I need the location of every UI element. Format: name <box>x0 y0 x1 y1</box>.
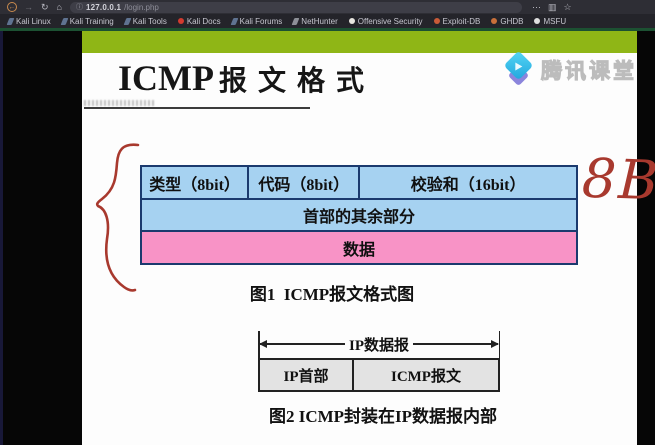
cell-icmp-message: ICMP报文 <box>390 368 461 385</box>
bookmarks-bar: Kali Linux Kali Training Kali Tools Kali… <box>0 14 655 28</box>
brand-name: 腾讯课堂 <box>541 60 637 84</box>
play-icon <box>515 61 523 70</box>
cell-checksum: 校验和（16bit） <box>410 176 526 194</box>
cell-type: 类型（8bit） <box>142 167 250 198</box>
kali-docs-icon <box>177 18 184 24</box>
bookmark-label: NetHunter <box>301 16 338 26</box>
arrow-label: IP数据报 <box>344 334 414 355</box>
reload-icon[interactable]: ↻ <box>41 1 49 12</box>
kali-dragon-icon <box>6 17 15 25</box>
bookmark-label: Exploit-DB <box>442 16 481 26</box>
arrowhead-left-icon <box>259 339 267 348</box>
bookmark-msfu[interactable]: MSFU <box>534 17 566 26</box>
page-actions-icon[interactable]: ⋯ <box>531 1 541 12</box>
arrowhead-right-icon <box>491 339 499 348</box>
browser-toolbar: ← → ↻ ⌂ ⓘ 127.0.0.1 /login.php ⋯ ▥ ☆ <box>0 0 655 14</box>
cell-ip-header: IP首部 <box>260 360 354 390</box>
bookmark-kali-docs[interactable]: Kali Docs <box>177 16 221 26</box>
title-latin: ICMP <box>118 58 214 98</box>
tencent-classroom-watermark: 腾讯课堂 <box>503 50 637 87</box>
bookmark-label: Kali Training <box>69 16 114 26</box>
url-bar[interactable]: ⓘ 127.0.0.1 /login.php <box>69 1 522 13</box>
library-icon[interactable]: ▥ <box>547 1 557 12</box>
cell-rest-of-header: 首部的其余部分 <box>302 209 415 226</box>
bookmark-label: MSFU <box>543 16 567 26</box>
bookmark-exploit-db[interactable]: Exploit-DB <box>433 16 481 26</box>
bookmark-kali-tools[interactable]: Kali Tools <box>123 16 167 26</box>
table-row-header: 类型（8bit） 代码（8bit） 校验和（16bit） <box>142 167 576 200</box>
ghdb-icon <box>491 18 498 24</box>
bookmark-label: Kali Tools <box>132 16 167 26</box>
left-edge-strip <box>0 31 3 445</box>
red-curly-brace-annotation <box>95 143 140 292</box>
bookmark-ghdb[interactable]: GHDB <box>491 17 523 26</box>
offsec-icon <box>348 18 355 24</box>
kali-dragon-icon <box>60 17 69 25</box>
forward-icon[interactable]: → <box>24 1 33 12</box>
exploit-db-icon <box>433 18 440 24</box>
bookmark-kali-linux[interactable]: Kali Linux <box>6 16 51 26</box>
kali-dragon-icon <box>123 17 132 25</box>
title-chinese: 报文格式 <box>218 66 375 97</box>
bookmark-label: Kali Linux <box>16 16 51 26</box>
annotation-8b: 8B <box>580 146 655 213</box>
left-tick <box>258 331 260 359</box>
bookmark-label: GHDB <box>500 16 524 26</box>
bookmark-kali-training[interactable]: Kali Training <box>60 16 114 26</box>
datagram-box: IP首部 ICMP报文 <box>258 358 500 392</box>
cell-data: 数据 <box>342 241 375 259</box>
url-host: 127.0.0.1 <box>85 2 122 12</box>
right-tick <box>498 331 500 359</box>
msfu-icon <box>534 18 541 24</box>
bookmark-kali-forums[interactable]: Kali Forums <box>230 16 283 26</box>
small-watermark-text <box>84 100 154 106</box>
figure1-caption: 图1 ICMP报文格式图 <box>249 285 415 304</box>
nethunter-icon <box>291 17 300 25</box>
site-info-icon[interactable]: ⓘ <box>75 4 83 11</box>
title-underline <box>84 107 310 109</box>
back-icon[interactable]: ← <box>7 2 17 12</box>
bookmark-label: Offensive Security <box>357 16 423 26</box>
table-row-data: 数据 <box>142 232 576 263</box>
ip-datagram-diagram: IP数据报 IP首部 ICMP报文 <box>258 331 500 392</box>
cell-code: 代码（8bit） <box>249 167 361 198</box>
tencent-classroom-logo-icon <box>503 50 537 87</box>
bookmark-label: Kali Docs <box>186 16 221 26</box>
page-top-border <box>0 28 655 31</box>
kali-dragon-icon <box>230 17 239 25</box>
figure2-caption: 图2 ICMP封装在IP数据报内部 <box>268 407 498 426</box>
table-row-rest-of-header: 首部的其余部分 <box>142 200 576 232</box>
home-icon[interactable]: ⌂ <box>56 1 62 12</box>
icmp-format-table: 类型（8bit） 代码（8bit） 校验和（16bit） 首部的其余部分 数据 <box>140 165 578 265</box>
bookmark-nethunter[interactable]: NetHunter <box>291 16 338 26</box>
bookmark-label: Kali Forums <box>239 16 283 26</box>
slide-header-bar <box>82 31 637 53</box>
bookmark-star-icon[interactable]: ☆ <box>563 1 572 12</box>
url-path: /login.php <box>124 2 159 12</box>
bookmark-offensive-security[interactable]: Offensive Security <box>348 16 423 26</box>
